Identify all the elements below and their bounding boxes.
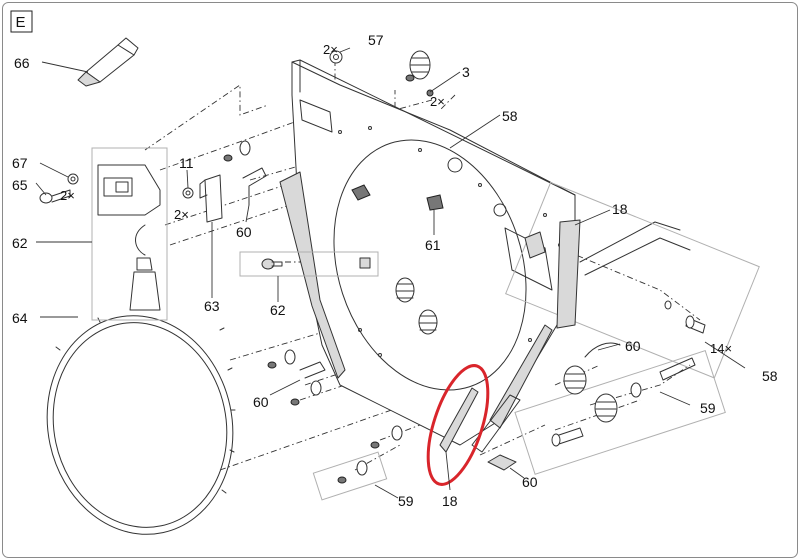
rear-frame — [505, 181, 760, 379]
callout-57: 57 — [368, 32, 384, 48]
qty-65: 2× — [60, 188, 75, 203]
callout-11: 11 — [179, 155, 194, 171]
qty-14: 14× — [710, 341, 732, 356]
callout-64: 64 — [12, 310, 28, 326]
section-badge: E — [10, 10, 33, 33]
callout-18-top: 18 — [612, 201, 628, 217]
callout-62-left: 62 — [12, 235, 28, 251]
callout-63: 63 — [204, 298, 220, 314]
washers-top — [223, 140, 251, 162]
grease-tube-66 — [77, 37, 139, 87]
callout-60-c: 60 — [625, 338, 641, 354]
hub-group-59 — [514, 350, 726, 475]
nut-11 — [182, 187, 194, 199]
callout-66: 66 — [14, 55, 30, 71]
bracket-63 — [199, 174, 223, 223]
mounting-boss-3 — [405, 50, 434, 97]
inner-bosses — [395, 277, 438, 335]
callout-60-b: 60 — [253, 394, 269, 410]
callout-59-bottom: 59 — [398, 493, 414, 509]
callout-labels: 66 57 2× 3 2× 58 67 65 2× 11 2× 62 60 61… — [12, 32, 778, 509]
callout-61: 61 — [425, 237, 441, 253]
callout-58-right: 58 — [762, 368, 778, 384]
door-seal-ring-64 — [46, 315, 236, 535]
clip-60-d — [487, 454, 517, 471]
rail-18-highlighted — [426, 364, 490, 486]
fasteners-bottom — [312, 425, 403, 501]
rail-18-top — [556, 219, 581, 329]
clip-60-a — [242, 167, 267, 206]
leader-lines — [35, 47, 746, 499]
clip-61 — [351, 184, 444, 211]
callout-3: 3 — [462, 64, 470, 80]
bolt-14 — [664, 300, 706, 334]
qty-57: 2× — [323, 42, 338, 57]
callout-58-top: 58 — [502, 108, 518, 124]
cable-60-c — [584, 342, 621, 358]
callout-65: 65 — [12, 177, 28, 193]
nut-57 — [329, 50, 343, 64]
callout-18-bottom: 18 — [442, 493, 458, 509]
qty-11: 2× — [174, 207, 189, 222]
callout-67: 67 — [12, 155, 28, 171]
fasteners-lower-left — [267, 349, 326, 406]
washer-67 — [67, 173, 79, 185]
module-group-62 — [91, 147, 168, 321]
screw-65 — [39, 189, 71, 204]
qty-3: 2× — [430, 94, 445, 109]
callout-60-d: 60 — [522, 474, 538, 490]
section-badge-label: E — [16, 14, 26, 31]
highlight-ellipse — [426, 364, 490, 486]
switch-62-mid — [239, 251, 379, 277]
callout-60-a: 60 — [236, 224, 252, 240]
callout-59-right: 59 — [700, 400, 716, 416]
side-panel-58 — [279, 59, 576, 453]
callout-62-mid: 62 — [270, 302, 286, 318]
